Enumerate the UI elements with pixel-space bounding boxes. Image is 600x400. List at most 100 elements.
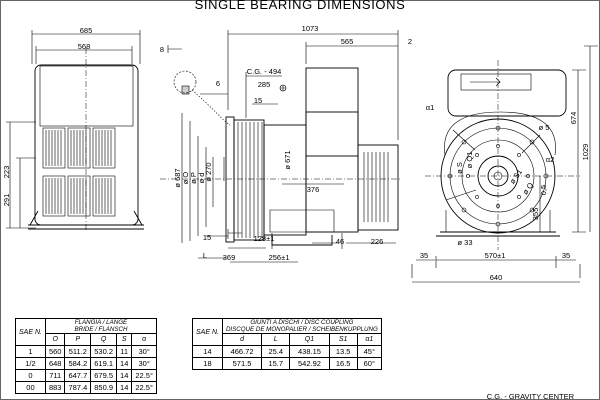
flange-table-title-line1: FLANGIA / LANGE [74, 319, 128, 326]
dim-285: 285 [258, 80, 271, 89]
rear-vents [363, 152, 389, 222]
table-cell: 16.5 [328, 357, 358, 370]
table-cell: 466.72 [221, 345, 263, 358]
front-view: 685 568 223 291 [2, 26, 144, 232]
table-cell: 15.7 [261, 357, 291, 370]
dim-369: 369 [223, 253, 236, 262]
adaptor-ring [233, 119, 265, 241]
flange-col-P: P [64, 333, 92, 346]
flange-col-Q: Q [90, 333, 118, 346]
table-cell: 60° [356, 357, 382, 370]
coupling-table-title-line2: DISCQUE DE MONOPALIER / SCHEIBENKUPPLUNG [225, 326, 378, 333]
dim-15-top: 15 [254, 96, 262, 105]
table-cell: 14 [116, 369, 133, 382]
front-view-body [34, 64, 139, 226]
flange-table-title: FLANGIA / LANGE BRIDE / FLANSCH [44, 318, 157, 334]
dim-685: 685 [80, 26, 93, 35]
dim-291: 291 [2, 194, 11, 207]
table-cell: 787.4 [64, 381, 92, 394]
rotation-arrow-icon [470, 77, 501, 87]
table-cell: 18 [192, 357, 223, 370]
coupling-table: SAE N. GIUNTI A DISCHI / DISC COUPLING D… [192, 318, 382, 370]
stator-body [305, 111, 359, 233]
dim-226: 226 [371, 237, 384, 246]
dim-1073: 1073 [302, 24, 319, 33]
dim-dia-S: ø S [455, 162, 464, 174]
dim-alpha2: α2 [546, 155, 555, 164]
gravity-center-note: C.G. - GRAVITY CENTER [487, 392, 575, 400]
flange-plate [225, 116, 235, 243]
dim-223: 223 [2, 166, 11, 179]
table-cell: 30° [131, 345, 157, 358]
dim-dia-S1: ø S1 [508, 167, 524, 185]
dim-dia-270: ø 270 [204, 162, 213, 181]
table-cell: 0 [15, 369, 46, 382]
dim-640: 640 [490, 273, 503, 282]
table-cell: 25.4 [261, 345, 291, 358]
dim-256: 256±1 [269, 253, 290, 262]
dim-dia-671: ø 671 [283, 150, 292, 169]
dim-dia-P: ø P [189, 172, 198, 184]
table-cell: 11 [116, 345, 133, 358]
dim-376: 376 [307, 185, 320, 194]
dim-35-left: 35 [420, 251, 428, 260]
table-cell: 530.2 [90, 345, 118, 358]
dim-2: 2 [408, 37, 412, 46]
cg-label: C.G. - 494 [247, 67, 282, 76]
dim-dia-687: ø 687 [173, 168, 182, 187]
coupling-col-S1: S1 [328, 333, 358, 346]
coupling-col-Q1: Q1 [289, 333, 330, 346]
table-cell: 647.7 [64, 369, 92, 382]
coupling-table-sae-header: SAE N. [192, 318, 223, 346]
coupling-col-d: d [221, 333, 263, 346]
dim-8: 8 [160, 45, 164, 54]
side-foot [271, 235, 333, 246]
flange-col-O: O [44, 333, 66, 346]
end-view: 674 1029 355 0,5 ø 5 α1 α2 ø S ø Q1 ø S1… [411, 45, 598, 283]
dim-dia-33: ø 33 [457, 238, 472, 247]
rear-cover [357, 144, 399, 231]
flange-table-sae-header: SAE N. [15, 318, 46, 346]
dim-dia-5: ø 5 [539, 123, 550, 132]
detail-callout-box [181, 85, 190, 95]
dim-35-right: 35 [562, 251, 570, 260]
terminal-box-outline [39, 65, 134, 127]
dim-dia-O: ø O [181, 172, 190, 185]
table-cell: 1 [15, 345, 46, 358]
side-foot-box [269, 209, 335, 233]
dim-46: 46 [336, 237, 344, 246]
table-cell: 679.5 [90, 369, 118, 382]
table-cell: 14 [192, 345, 223, 358]
dim-dia-d: ø d [197, 173, 206, 184]
table-cell: 22.5° [131, 369, 157, 382]
dim-128: 128±1 [254, 234, 275, 243]
side-view: 1073 565 2 C.G. - 494 285 8 6 15 ø 687 ø… [160, 24, 412, 263]
table-cell: 619.1 [90, 357, 118, 370]
front-vent-grille [42, 127, 116, 217]
table-cell: 13.5 [328, 345, 358, 358]
table-cell: 14 [116, 357, 133, 370]
dim-dia-Q1: ø Q1 [465, 152, 474, 169]
dim-6: 6 [216, 79, 220, 88]
coupling-col-alpha1: α1 [356, 333, 382, 346]
adaptor-fins [237, 122, 263, 238]
dim-0-5: 0,5 [539, 185, 548, 195]
dim-570: 570±1 [485, 251, 506, 260]
table-cell: 584.2 [64, 357, 92, 370]
table-cell: 711 [44, 369, 66, 382]
table-cell: 14 [116, 381, 133, 394]
table-cell: 45° [356, 345, 382, 358]
table-cell: 00 [15, 381, 46, 394]
table-cell: 511.2 [64, 345, 92, 358]
table-cell: 22.5° [131, 381, 157, 394]
table-cell: 560 [44, 345, 66, 358]
table-cell: 438.15 [289, 345, 330, 358]
flange-col-alpha: α [131, 333, 157, 346]
dim-674: 674 [569, 112, 578, 125]
flange-table-title-line2: BRIDE / FLANSCH [74, 326, 128, 333]
